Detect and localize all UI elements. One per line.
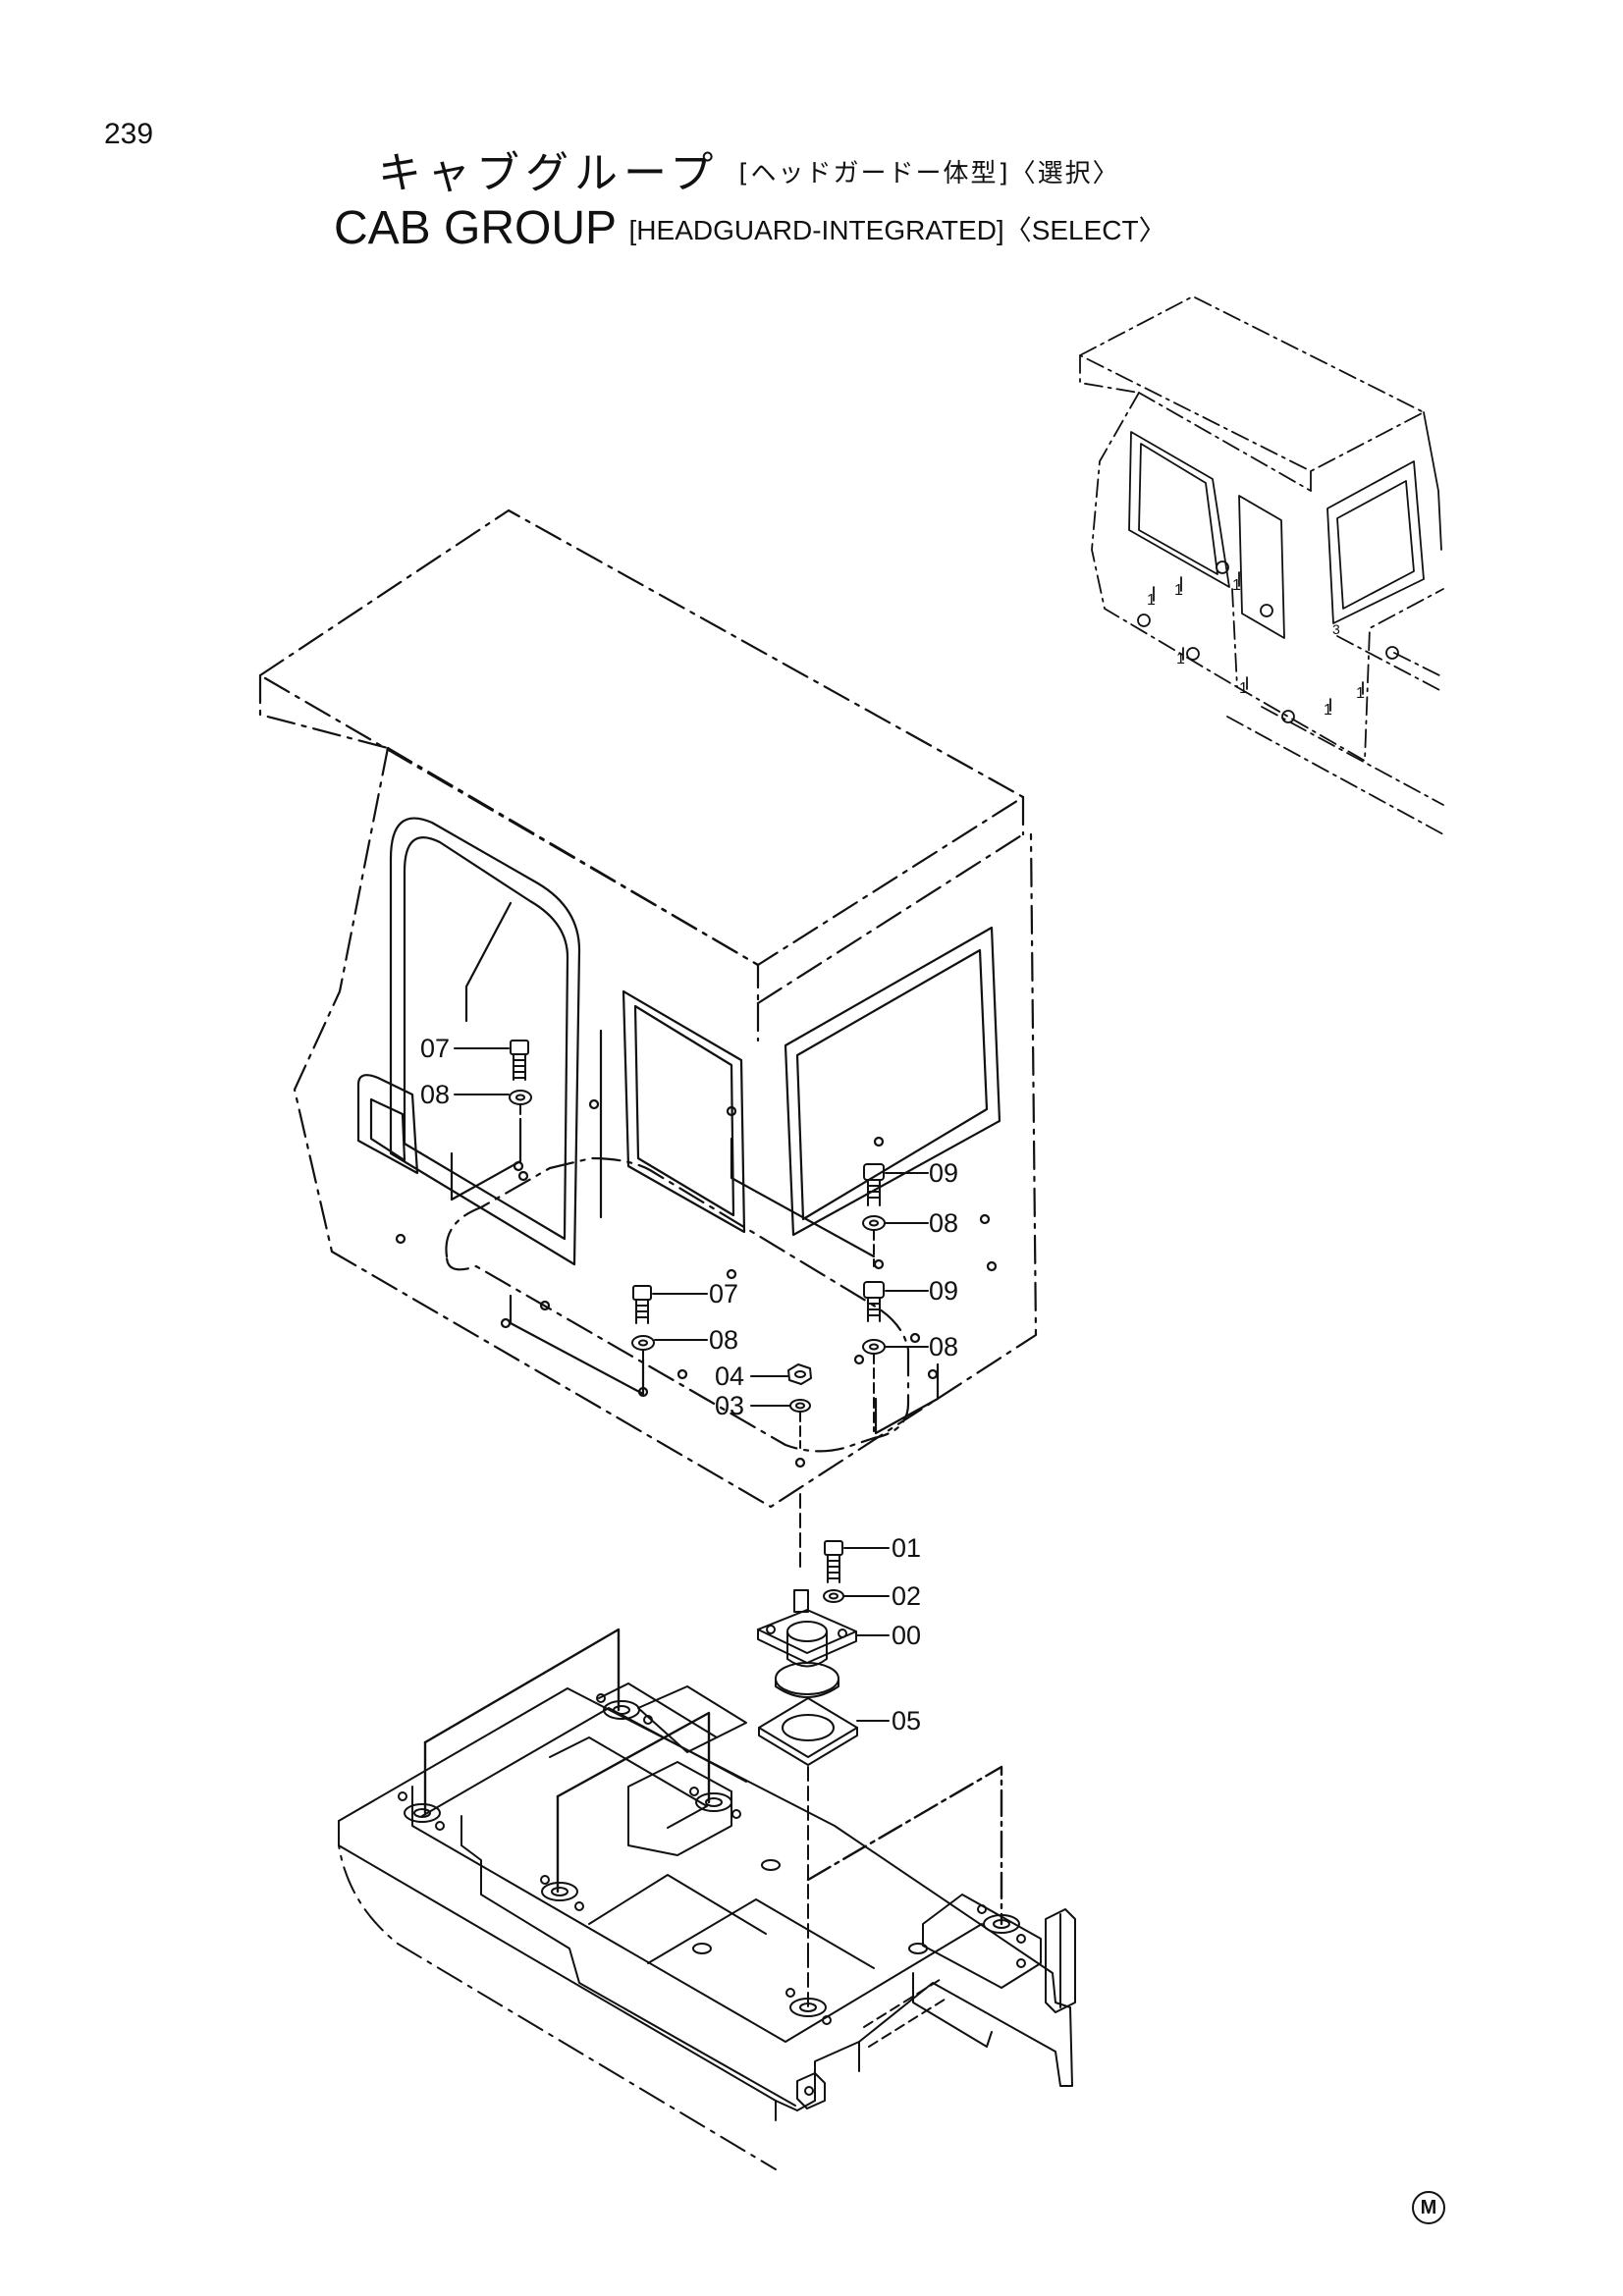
callout-09-lower: 09 (929, 1276, 959, 1306)
callout-08-lower-right: 08 (929, 1332, 959, 1362)
callout-08-left: 08 (420, 1080, 451, 1109)
inset-label-1c: 1 (1232, 577, 1241, 594)
callout-08-center: 08 (709, 1325, 739, 1355)
callout-00: 00 (892, 1621, 922, 1650)
callout-03: 03 (715, 1391, 745, 1420)
inset-cab-overview (1079, 295, 1444, 835)
page-number: 239 (104, 118, 154, 150)
title-japanese-sub: [ヘッドガードー体型]〈選択〉 (738, 159, 1120, 188)
callout-leaders (454, 1047, 929, 1722)
inset-label-1e: 1 (1239, 680, 1248, 697)
callout-07-left: 07 (420, 1034, 451, 1063)
inset-label-3: 3 (1332, 621, 1340, 637)
revolving-frame (338, 1628, 1076, 2170)
callout-08-upper-right: 08 (929, 1208, 959, 1238)
callout-09-upper: 09 (929, 1158, 959, 1188)
title-english-main: CAB GROUP (334, 202, 617, 254)
inset-label-1a: 1 (1147, 592, 1156, 609)
inset-label-1g: 1 (1356, 685, 1365, 702)
inset-label-1f: 1 (1324, 702, 1332, 719)
callout-04: 04 (715, 1362, 745, 1391)
callout-05: 05 (892, 1706, 922, 1735)
callout-02: 02 (892, 1581, 922, 1611)
callout-01: 01 (892, 1533, 922, 1563)
callout-07-center: 07 (709, 1279, 739, 1308)
title-english-sub: [HEADGUARD-INTEGRATED]〈SELECT〉 (628, 215, 1166, 245)
title-japanese-main: キャブグループ (378, 148, 720, 198)
title-english: CAB GROUP [HEADGUARD-INTEGRATED]〈SELECT〉 (334, 201, 1166, 255)
cab-body (258, 508, 1038, 1509)
inset-label-1b: 1 (1174, 582, 1183, 599)
inset-label-1d: 1 (1176, 651, 1185, 667)
cab-mount-parts (757, 1493, 858, 2013)
maker-mark-icon: M (1412, 2191, 1445, 2224)
title-japanese: キャブグループ [ヘッドガードー体型]〈選択〉 (378, 137, 1120, 200)
